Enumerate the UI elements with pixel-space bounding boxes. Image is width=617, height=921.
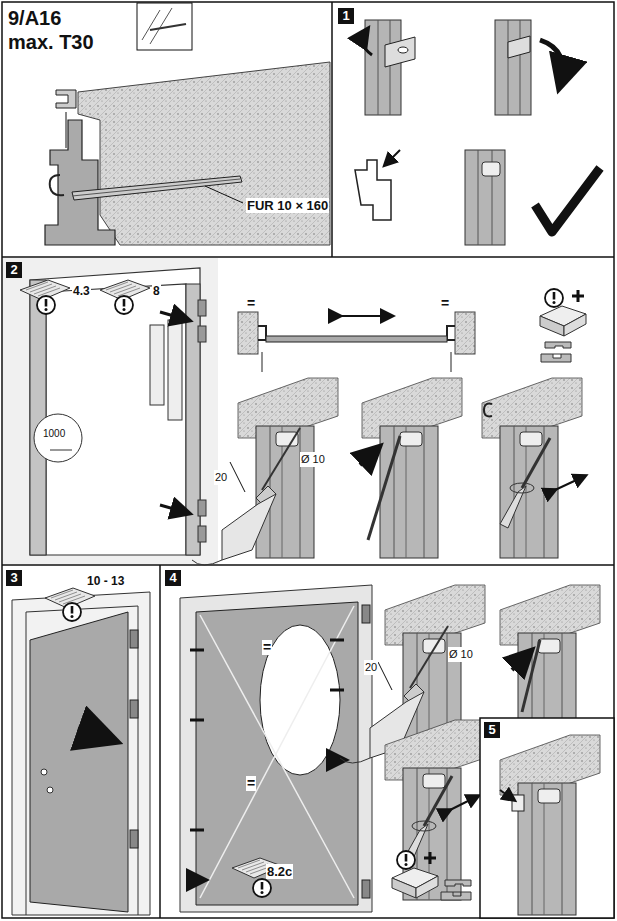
equal-mark: =: [262, 640, 272, 655]
step-number-box: 4: [165, 570, 181, 586]
page-reference: 8.2c: [266, 864, 293, 879]
step-number: 5: [488, 722, 495, 737]
step-number-box: 3: [6, 570, 22, 586]
equal-mark: =: [246, 776, 256, 791]
step-number-box: 2: [6, 262, 22, 278]
dimension: 20: [214, 470, 228, 485]
dimension: 1000: [42, 426, 66, 441]
step-number-box: 1: [338, 8, 354, 24]
step-number-box: 5: [484, 722, 500, 738]
equal-mark: =: [246, 296, 256, 311]
page-reference: 4.3: [72, 284, 91, 299]
step-number: 4: [169, 570, 176, 585]
dimension: 20: [364, 660, 378, 675]
equal-mark: =: [440, 296, 450, 311]
dimension: Ø 10: [300, 452, 326, 467]
page-reference: 10 - 13: [86, 574, 125, 589]
page-reference: 8: [152, 284, 161, 299]
step-number: 3: [10, 570, 17, 585]
part-label: FUR 10 × 160: [246, 198, 329, 213]
step-number: 2: [10, 262, 17, 277]
dimension: Ø 10: [448, 647, 474, 662]
step-number: 1: [342, 8, 349, 23]
figure-title: 9/A16 max. T30: [8, 6, 104, 54]
